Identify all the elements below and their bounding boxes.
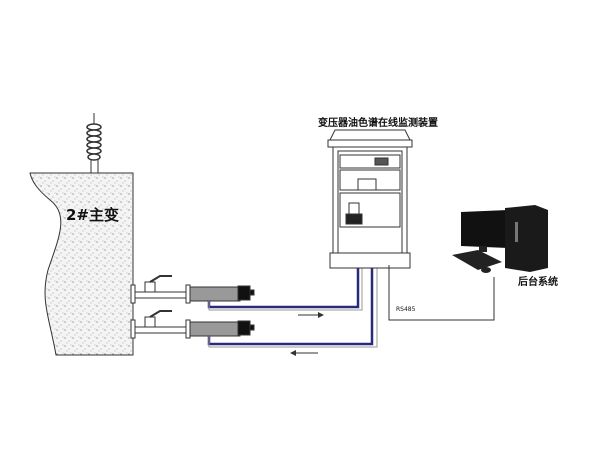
computer-icon xyxy=(452,205,548,273)
oil-pipe-lower xyxy=(207,266,378,348)
oil-pipe-upper xyxy=(207,266,363,311)
rs485-label: RS485 xyxy=(396,306,416,313)
sampling-valve-lower xyxy=(130,310,255,339)
transformer-body xyxy=(29,172,134,356)
arrow-right-icon xyxy=(298,312,324,318)
backend-label: 后台系统 xyxy=(518,277,558,288)
monitoring-cabinet xyxy=(327,129,413,269)
insulator-icon xyxy=(86,113,102,174)
rs485-cable xyxy=(388,265,495,321)
device-title: 变压器油色谱在线监测装置 xyxy=(318,118,438,129)
sampling-valve-upper xyxy=(130,275,255,304)
arrow-left-icon xyxy=(290,350,318,356)
transformer-label: 2#主变 xyxy=(66,206,120,224)
